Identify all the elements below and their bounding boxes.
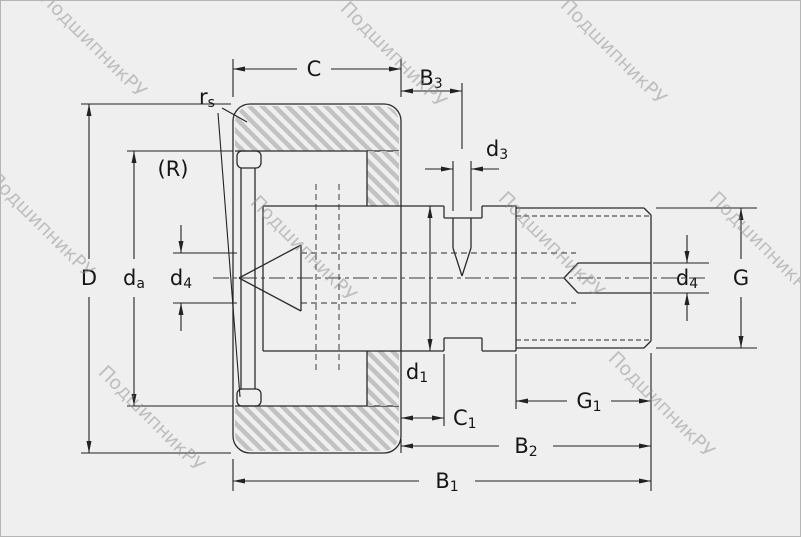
dim-d4-left: [173, 225, 237, 331]
label-C: C: [307, 57, 322, 81]
label-B3: B3: [419, 66, 442, 92]
dimension-labels: C B3 d3 rs (R) D da d4 d1 C1 G1 B2 B1 d4…: [81, 57, 749, 495]
dim-d3: [425, 161, 499, 211]
watermark-text: ПодшипникРУ: [36, 1, 151, 102]
leader-rs-and-R: [217, 107, 248, 398]
dim-D: [81, 103, 231, 454]
watermark-text: ПодшипникРУ: [604, 347, 719, 462]
label-C1: C1: [453, 406, 477, 432]
center-hole: [563, 262, 651, 294]
watermark-text: ПодшипникРУ: [336, 1, 451, 112]
dim-B1: [232, 459, 651, 491]
label-R: (R): [158, 157, 189, 181]
watermark-text: ПодшипникРУ: [494, 187, 609, 302]
dim-B2: [400, 439, 651, 453]
label-D: D: [81, 266, 97, 290]
label-d4-right: d4: [676, 266, 698, 292]
label-G: G: [733, 266, 749, 290]
label-B2: B2: [514, 434, 537, 460]
dim-C1: [401, 354, 445, 426]
label-B1: B1: [435, 469, 458, 495]
watermark-text: ПодшипникРУ: [1, 167, 99, 282]
bearing-cross-section: [213, 103, 709, 454]
dim-d4-right: [653, 235, 709, 321]
lubrication-holes: [238, 184, 576, 373]
threaded-end: [516, 207, 652, 349]
watermark-text: ПодшипникРУ: [705, 187, 801, 302]
label-G1: G1: [576, 389, 601, 415]
label-rs: rs: [199, 85, 215, 111]
watermark-text: ПодшипникРУ: [94, 361, 209, 476]
label-da: da: [123, 266, 145, 292]
stud-body: [262, 205, 517, 352]
dim-da: [127, 150, 233, 407]
dim-G1: [515, 353, 652, 491]
watermark-text: ПодшипникРУ: [556, 1, 671, 109]
label-d4-left: d4: [170, 266, 192, 292]
label-d1: d1: [406, 360, 428, 386]
outer-ring: [232, 103, 402, 454]
label-d3: d3: [486, 137, 508, 163]
dim-B3: [401, 83, 463, 149]
dim-G: [656, 207, 757, 349]
